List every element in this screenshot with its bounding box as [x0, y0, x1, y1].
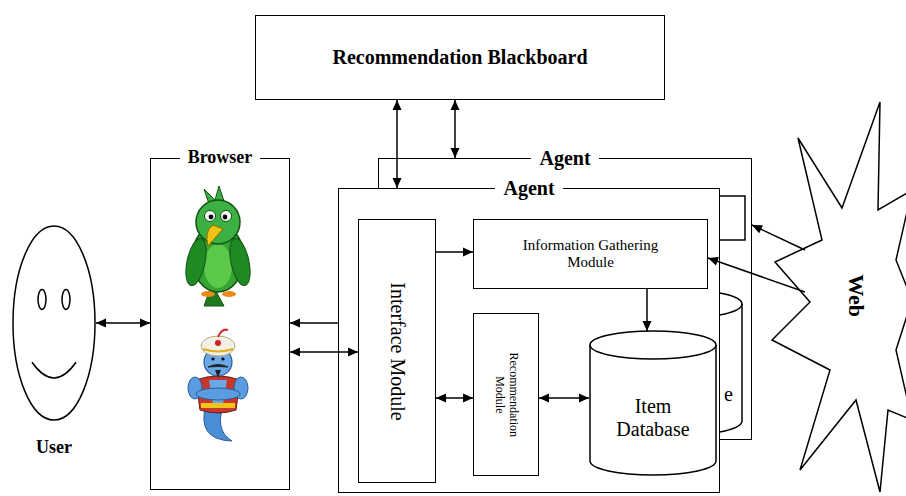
arrow-head	[539, 394, 549, 403]
node-label: Web	[843, 235, 868, 355]
heading-holder: User	[0, 437, 136, 458]
arrow-head	[451, 148, 460, 158]
connector-arrow	[290, 319, 338, 328]
browser-panel: Browser	[150, 158, 290, 490]
module-box: Information Gathering Module	[473, 219, 708, 289]
arrow-head	[463, 394, 473, 403]
heading-holder: Agent	[299, 177, 759, 200]
heading-holder: Browser	[111, 147, 329, 168]
arrow-head	[290, 348, 300, 357]
node-label: Item Database	[603, 395, 703, 441]
heading-label: User	[28, 437, 80, 458]
heading-holder: Agent	[339, 147, 791, 170]
heading-label: Agent	[531, 147, 598, 170]
blackboard-box: Recommendation Blackboard	[255, 15, 665, 100]
arrow-head	[140, 319, 150, 328]
arrow-head	[708, 257, 719, 265]
connector-arrow	[436, 394, 473, 403]
arrow-head	[393, 178, 402, 188]
module-box: Interface Module	[358, 219, 436, 483]
partial-label: e	[724, 383, 733, 406]
connector-arrow	[539, 394, 589, 403]
arrow-head	[463, 248, 473, 257]
connector-arrow	[451, 100, 460, 158]
connector-arrow	[752, 225, 805, 250]
connector-arrow	[436, 248, 473, 257]
arrow-head	[96, 319, 106, 328]
connector-arrow	[290, 348, 358, 357]
genie-icon	[188, 330, 248, 441]
arrow-head	[752, 225, 763, 233]
heading-label: Agent	[495, 177, 562, 200]
parrot-icon	[182, 186, 254, 306]
user-face: User	[12, 225, 96, 421]
arrow-head	[451, 100, 460, 110]
label-holder: e	[724, 383, 733, 406]
node-outline	[12, 225, 96, 421]
connector-arrow	[96, 319, 150, 328]
node-label: Information Gathering Module	[506, 237, 676, 272]
module-box: Recommendation Module	[473, 313, 539, 476]
arrow-head	[579, 394, 589, 403]
connector-arrow	[708, 257, 805, 292]
node-label: Interface Module	[386, 231, 409, 471]
arrow-head	[348, 348, 358, 357]
connector-arrow	[643, 289, 652, 331]
node-label: Recommendation Blackboard	[333, 46, 588, 69]
web-starburst: Web	[805, 98, 906, 493]
database-cylinder: Item Database	[589, 331, 717, 476]
arrow-head	[290, 319, 300, 328]
arrow-head	[393, 100, 402, 110]
arrow-head	[643, 321, 652, 331]
connector-arrow	[393, 100, 402, 188]
heading-label: Browser	[180, 147, 261, 168]
agent-box: AgentInterface ModuleInformation Gatheri…	[338, 188, 720, 493]
arrow-head	[436, 394, 446, 403]
node-label: Recommendation Module	[492, 340, 520, 450]
